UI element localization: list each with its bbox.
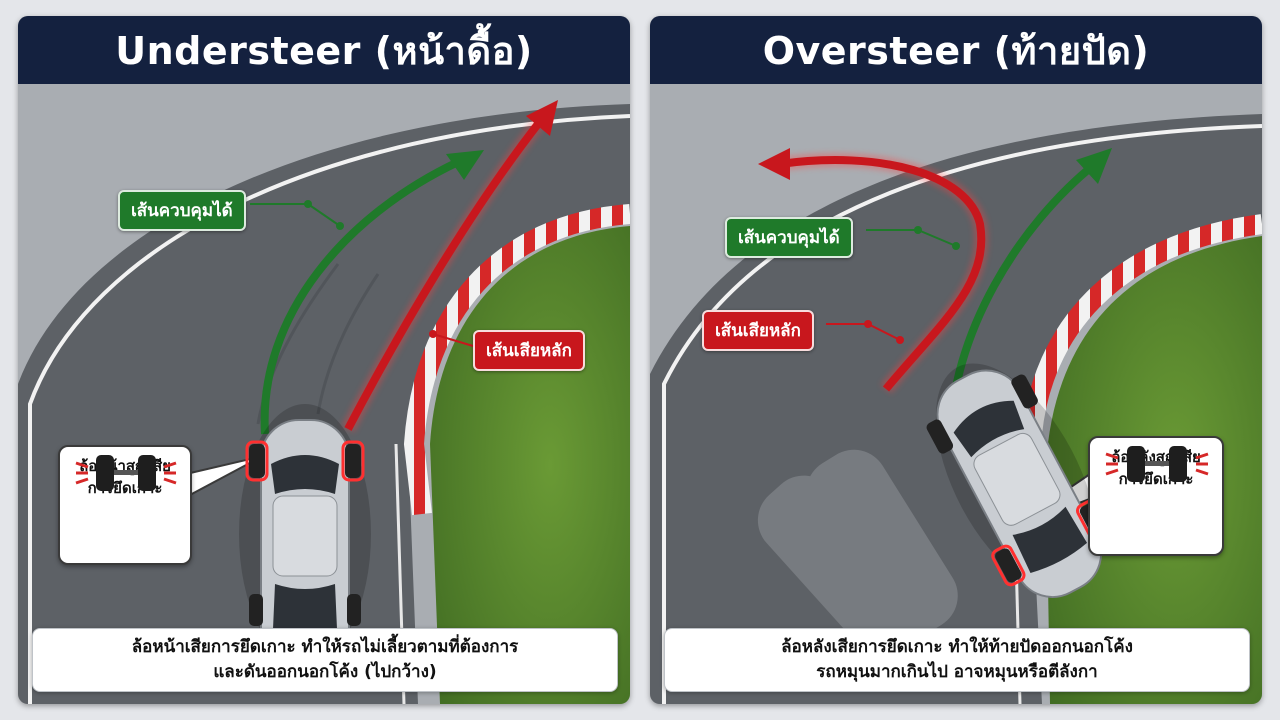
understeer-panel: Understeer (หน้าดื้อ) — [18, 16, 630, 704]
understeer-front-grip-callout: ล้อหน้าสูญเสีย การยึดเกาะ — [58, 445, 192, 565]
understeer-controlled-label: เส้นควบคุมได้ — [118, 190, 246, 231]
oversteer-controlled-label: เส้นควบคุมได้ — [725, 217, 853, 258]
oversteer-title: Oversteer (ท้ายปัด) — [650, 16, 1262, 84]
front-tire-axle-icon — [60, 447, 190, 497]
oversteer-road-illustration — [650, 84, 1262, 704]
oversteer-caption-line2: รถหมุนมากเกินไป อาจหมุนหรือตีลังกา — [816, 660, 1097, 685]
oversteer-panel: Oversteer (ท้ายปัด) — [650, 16, 1262, 704]
oversteer-caption: ล้อหลังเสียการยึดเกาะ ทำให้ท้ายปัดออกนอก… — [664, 628, 1250, 692]
understeer-caption-line2: และดันออกนอกโค้ง (ไปกว้าง) — [213, 660, 436, 685]
oversteer-caption-line1: ล้อหลังเสียการยึดเกาะ ทำให้ท้ายปัดออกนอก… — [781, 635, 1133, 660]
oversteer-rear-grip-callout: ล้อหลังสูญเสีย การยึดเกาะ — [1088, 436, 1224, 556]
understeer-caption: ล้อหน้าเสียการยึดเกาะ ทำให้รถไม่เลี้ยวตา… — [32, 628, 618, 692]
understeer-scene: เส้นควบคุมได้ เส้นเสียหลัก ล้อหน้าสูญเสี… — [18, 84, 630, 704]
oversteer-scene: เส้นควบคุมได้ เส้นเสียหลัก ล้อหลังสูญเสี… — [650, 84, 1262, 704]
understeer-road-illustration — [18, 84, 630, 704]
oversteer-loss-label: เส้นเสียหลัก — [702, 310, 814, 351]
understeer-loss-label: เส้นเสียหลัก — [473, 330, 585, 371]
understeer-title: Understeer (หน้าดื้อ) — [18, 16, 630, 84]
rear-tire-axle-icon — [1090, 438, 1222, 488]
understeer-caption-line1: ล้อหน้าเสียการยึดเกาะ ทำให้รถไม่เลี้ยวตา… — [132, 635, 519, 660]
